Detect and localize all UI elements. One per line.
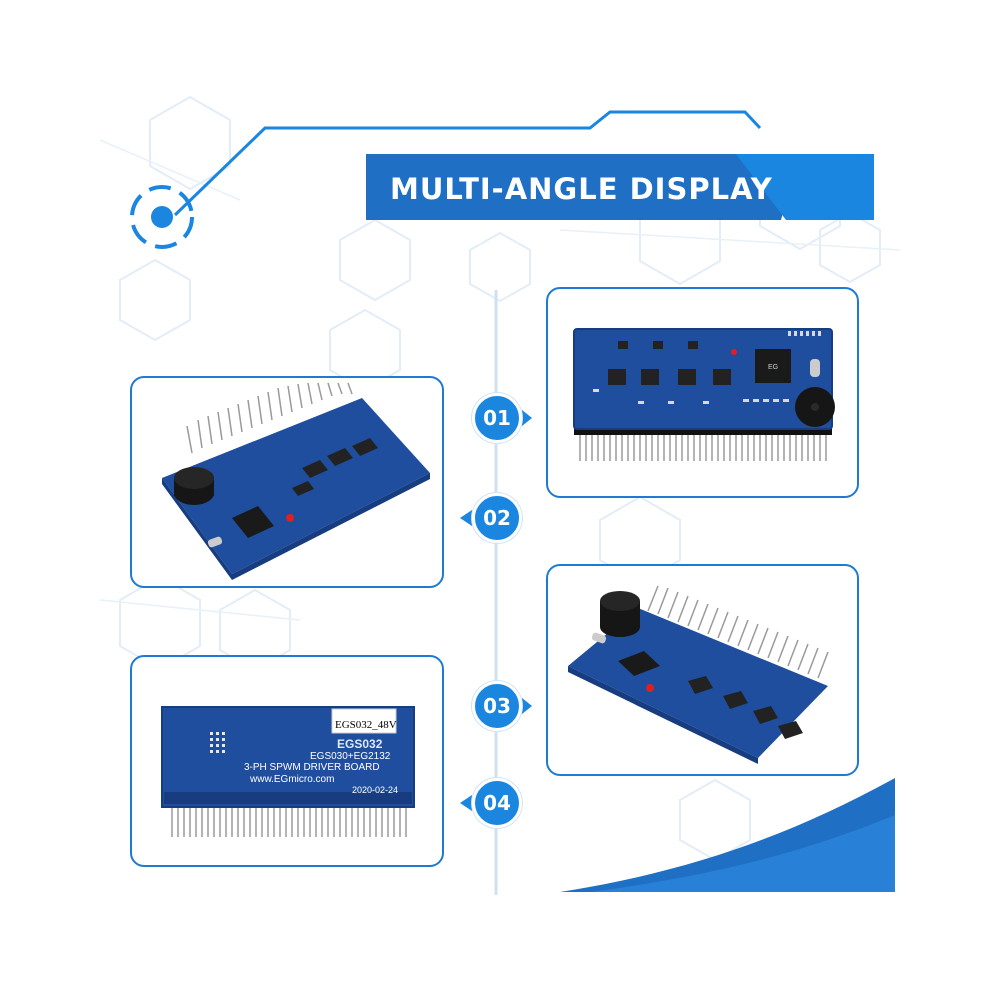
board-name-text: 3-PH SPWM DRIVER BOARD <box>244 762 380 773</box>
page-title: MULTI-ANGLE DISPLAY <box>390 172 773 206</box>
product-photo-angled-left <box>130 376 444 588</box>
step-badge-01: 01 <box>472 393 522 443</box>
pcb-angled-right-image <box>568 585 829 764</box>
board-sticker-label: EGS032_48V <box>335 719 397 731</box>
product-photo-angled-right <box>546 564 859 776</box>
board-url-text: www.EGmicro.com <box>250 774 335 785</box>
step-badge-02: 02 <box>472 493 522 543</box>
title-banner <box>366 154 874 220</box>
pcb-back-view-image <box>161 706 415 837</box>
pcb-top-view-image: EG <box>573 328 835 461</box>
board-date-text: 2020-02-24 <box>352 785 399 795</box>
step-badge-04: 04 <box>472 778 522 828</box>
board-chips-text: EGS030+EG2132 <box>310 751 391 762</box>
step-badge-03: 03 <box>472 681 522 731</box>
product-photo-back-view: EGS032_48V EGS032 EGS030+EG2132 3-PH SPW… <box>130 655 444 867</box>
board-model-text: EGS032 <box>337 737 383 751</box>
svg-text:EG: EG <box>768 364 778 371</box>
product-photo-top-view: EG <box>546 287 859 498</box>
pcb-angled-left-image <box>162 382 430 580</box>
